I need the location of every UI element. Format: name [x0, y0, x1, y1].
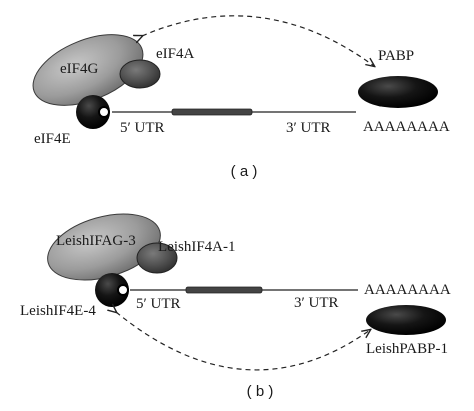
cap-structure	[117, 284, 129, 296]
panel-a-caption: ( a )	[231, 163, 258, 180]
eif4a-shape	[119, 59, 161, 89]
eif4e-label: LeishIF4E-4	[20, 303, 96, 319]
eif4e-shape	[95, 273, 129, 307]
eif4g-label: LeishIFAG-3	[56, 233, 136, 249]
cap-structure	[98, 106, 110, 118]
panel-b-caption: ( b )	[247, 383, 274, 400]
pabp-label: LeishPABP-1	[366, 341, 448, 357]
panel-a: eIF4G eIF4A eIF4E PABP 5′ UTR 3′ UTR AAA…	[32, 15, 450, 180]
panel-b: LeishIFAG-3 LeishIF4A-1 LeishIF4E-4 Leis…	[20, 213, 451, 400]
utr5-label: 5′ UTR	[120, 120, 165, 136]
utr5-label: 5′ UTR	[136, 296, 181, 312]
eif4a-label: LeishIF4A-1	[158, 239, 236, 255]
pabp-label: PABP	[378, 48, 414, 64]
eif4a-label: eIF4A	[156, 46, 194, 62]
coding-region	[171, 108, 253, 116]
pabp-shape	[366, 305, 446, 335]
eif4g-label: eIF4G	[60, 61, 98, 77]
interaction-arrow	[116, 312, 370, 371]
utr3-label: 3′ UTR	[294, 295, 339, 311]
utr3-label: 3′ UTR	[286, 120, 331, 136]
polya-label: AAAAAAAA	[363, 119, 450, 135]
eif4e-label: eIF4E	[34, 131, 71, 147]
polya-label: AAAAAAAA	[364, 282, 451, 298]
pabp-shape	[358, 76, 438, 108]
interaction-arrow	[142, 15, 374, 66]
eif4e-shape	[76, 95, 110, 129]
coding-region	[185, 286, 263, 294]
eif4a-shape	[136, 242, 178, 274]
